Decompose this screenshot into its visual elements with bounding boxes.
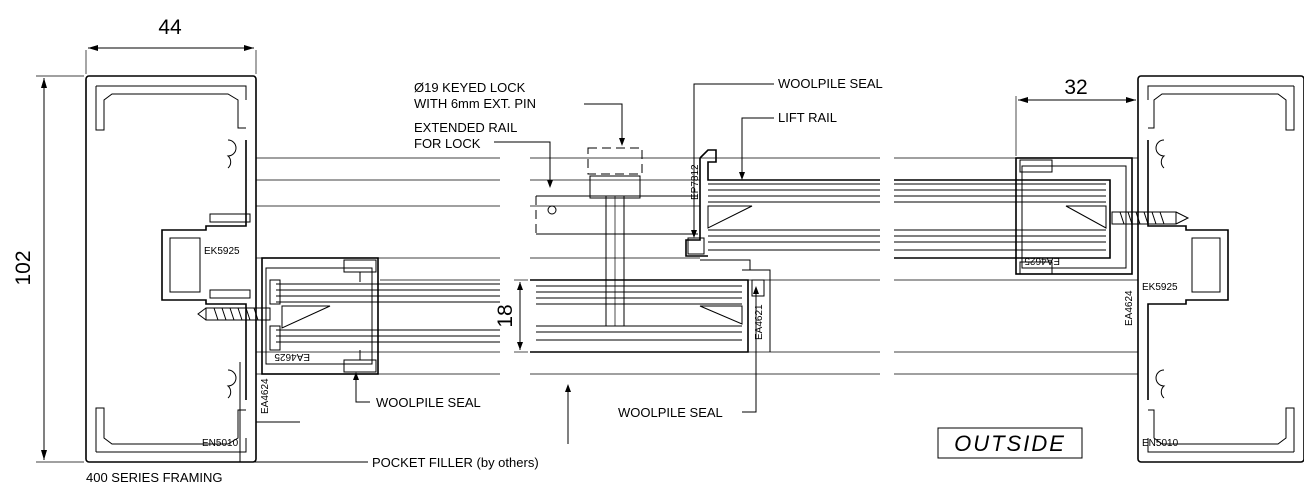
dimension-44: 44 <box>85 16 257 74</box>
outside-label-box: OUTSIDE <box>937 427 1083 459</box>
dimension-102: 102 <box>12 75 84 463</box>
dimension-44-label: 44 <box>158 16 182 39</box>
code-en5010-left: EN5010 <box>202 438 239 449</box>
label-lock-line2: WITH 6mm EXT. PIN <box>414 96 536 111</box>
code-ea4625-left: EA4625 <box>274 351 310 362</box>
code-en5010-right: EN5010 <box>1142 438 1179 449</box>
code-ek5925-left: EK5925 <box>204 246 240 257</box>
annotation-leaders <box>239 83 774 463</box>
label-woolpile-top: WOOLPILE SEAL <box>778 76 883 91</box>
right-frame-profile <box>1137 75 1304 463</box>
code-ep7812: EP7812 <box>690 164 701 200</box>
dimension-18-label: 18 <box>494 304 517 327</box>
label-pocket-filler: POCKET FILLER (by others) <box>372 455 539 470</box>
label-lock-line1: Ø19 KEYED LOCK <box>414 80 526 95</box>
label-lift-rail: LIFT RAIL <box>778 110 837 125</box>
middle-sash-panel <box>530 269 771 353</box>
left-frame-profile <box>85 75 257 463</box>
lock-assembly <box>535 147 698 327</box>
upper-sash-panel <box>685 149 880 270</box>
code-ea4624-right: EA4624 <box>1124 290 1135 326</box>
code-ea4625-right: EA4625 <box>1024 255 1060 266</box>
label-outside: OUTSIDE <box>954 431 1066 456</box>
label-woolpile-mid: WOOLPILE SEAL <box>618 405 723 420</box>
dimension-102-label: 102 <box>12 250 35 285</box>
code-ek5925-right: EK5925 <box>1142 282 1178 293</box>
label-series: 400 SERIES FRAMING <box>86 470 223 484</box>
dimension-18: 18 <box>494 279 528 353</box>
code-ea4624-left: EA4624 <box>260 378 271 414</box>
code-ea4621: EA4621 <box>754 304 765 340</box>
label-rail-line1: EXTENDED RAIL <box>414 120 517 135</box>
left-sash-panel <box>197 257 500 375</box>
dimension-32-label: 32 <box>1064 76 1087 99</box>
label-rail-line2: FOR LOCK <box>414 136 481 151</box>
dimension-32: 32 <box>1015 76 1136 156</box>
label-woolpile-left: WOOLPILE SEAL <box>376 395 481 410</box>
